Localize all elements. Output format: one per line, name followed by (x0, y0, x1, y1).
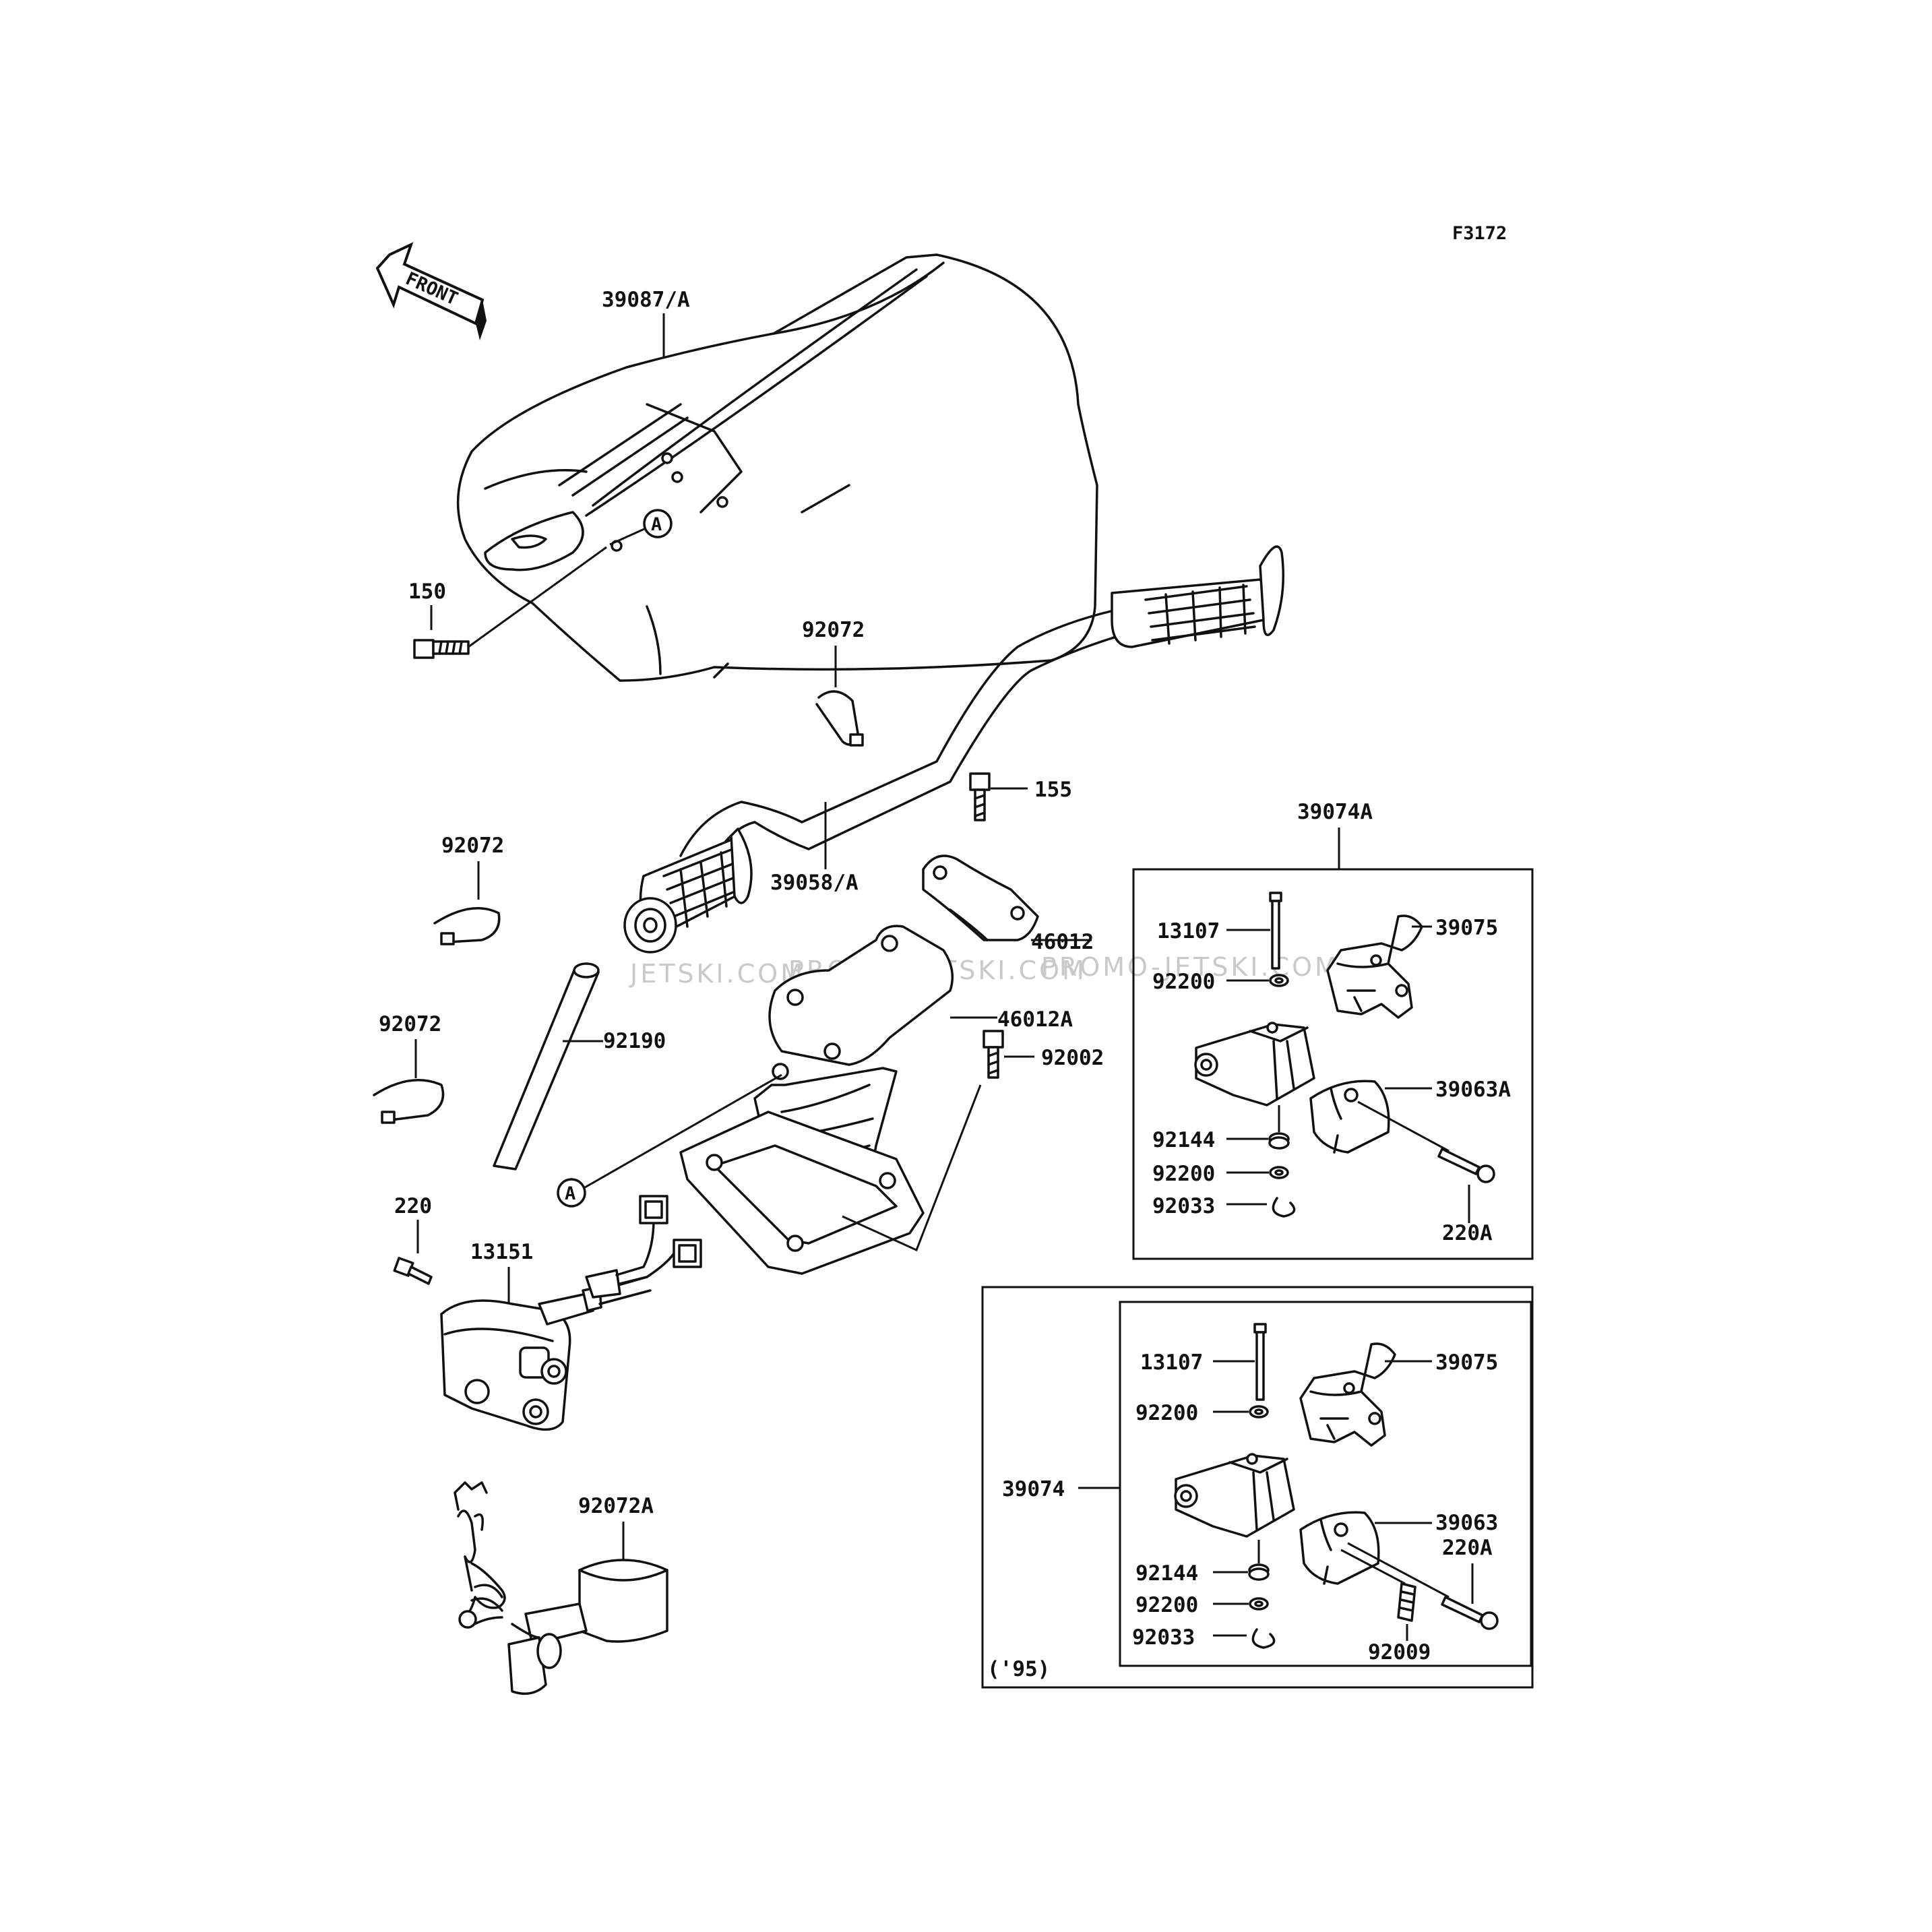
handlebar (623, 545, 1285, 954)
lanyard-clip-icon (454, 1481, 668, 1695)
a-label-92033: 92033 (1152, 1194, 1215, 1218)
label-46012: 46012 (1031, 930, 1094, 954)
ref-a-bottom: A (565, 1183, 575, 1204)
b-label-39075: 39075 (1435, 1350, 1498, 1375)
label-39058a: 39058/A (770, 871, 859, 895)
b-label-92009: 92009 (1368, 1640, 1431, 1664)
screw-220-icon (393, 1257, 433, 1285)
a-label-13107: 13107 (1157, 919, 1220, 943)
handle-holder-base-icon (679, 925, 954, 1275)
holder-cap-icon (922, 854, 1039, 941)
label-220: 220 (394, 1194, 432, 1218)
label-39087a: 39087/A (602, 288, 690, 312)
label-92002: 92002 (1041, 1046, 1104, 1070)
cable-tie-low-icon (373, 1078, 445, 1124)
box-39074-title: 39074 (1002, 1477, 1065, 1501)
b-label-92200-bottom: 92200 (1135, 1593, 1198, 1617)
ref-a-top: A (651, 514, 662, 535)
label-92190: 92190 (603, 1029, 666, 1053)
front-arrow-icon: FRONT (375, 242, 487, 340)
a-label-220a: 220A (1442, 1221, 1493, 1245)
leader-92002-mount (842, 1084, 982, 1252)
box-39074a-parts (1194, 892, 1495, 1223)
b-label-92144: 92144 (1135, 1561, 1198, 1586)
bolt-92002-icon (983, 1030, 1004, 1079)
a-label-39075: 39075 (1435, 916, 1498, 940)
a-label-39063a: 39063A (1435, 1078, 1511, 1102)
label-155: 155 (1034, 778, 1072, 802)
label-92072a: 92072A (578, 1494, 654, 1518)
b-label-220a: 220A (1442, 1536, 1493, 1560)
diagram-code: F3172 (1452, 223, 1507, 244)
a-label-92200-top: 92200 (1152, 970, 1215, 994)
label-92072-low: 92072 (379, 1012, 441, 1036)
leader-ref-a-top (609, 528, 645, 546)
watermark-3: PROMO-JETSKI.COM (1041, 952, 1340, 982)
box-39074-year-note: ('95) (987, 1657, 1050, 1681)
box-39074a (1132, 868, 1534, 1260)
label-92072-upper: 92072 (802, 618, 865, 642)
b-label-92033: 92033 (1132, 1625, 1195, 1650)
label-46012a: 46012A (997, 1007, 1073, 1032)
label-150: 150 (408, 580, 446, 604)
box-39074-inner (1119, 1301, 1532, 1667)
box-39074-parts (1174, 1323, 1499, 1649)
hand-pole-cover (456, 253, 1098, 682)
watermark: JETSKI.COM PROMO-JETSKI.COM PROMO-JETSKI… (629, 952, 1340, 989)
start-stop-switch-icon (440, 1195, 702, 1431)
b-label-92200-top: 92200 (1135, 1401, 1198, 1425)
ref-a-circle-top (643, 509, 673, 538)
a-label-92200-bottom: 92200 (1152, 1162, 1215, 1186)
watermark-1: JETSKI.COM (629, 959, 805, 989)
bolt-155-icon (969, 772, 991, 821)
b-label-39063: 39063 (1435, 1511, 1498, 1535)
label-92072-mid: 92072 (441, 834, 504, 858)
a-label-92144: 92144 (1152, 1128, 1215, 1152)
ref-a-circle-bottom (557, 1178, 586, 1208)
box-39074a-title: 39074A (1297, 800, 1373, 824)
box-39074-outer (981, 1286, 1534, 1689)
tube-92190-icon (493, 962, 600, 1171)
b-label-13107: 13107 (1140, 1350, 1203, 1375)
bolt-150-icon (413, 546, 607, 659)
cable-tie-upper-icon (815, 690, 864, 747)
label-13151: 13151 (470, 1240, 533, 1264)
cable-tie-mid-icon (433, 906, 501, 945)
leader-ref-a-bottom (584, 1073, 782, 1189)
